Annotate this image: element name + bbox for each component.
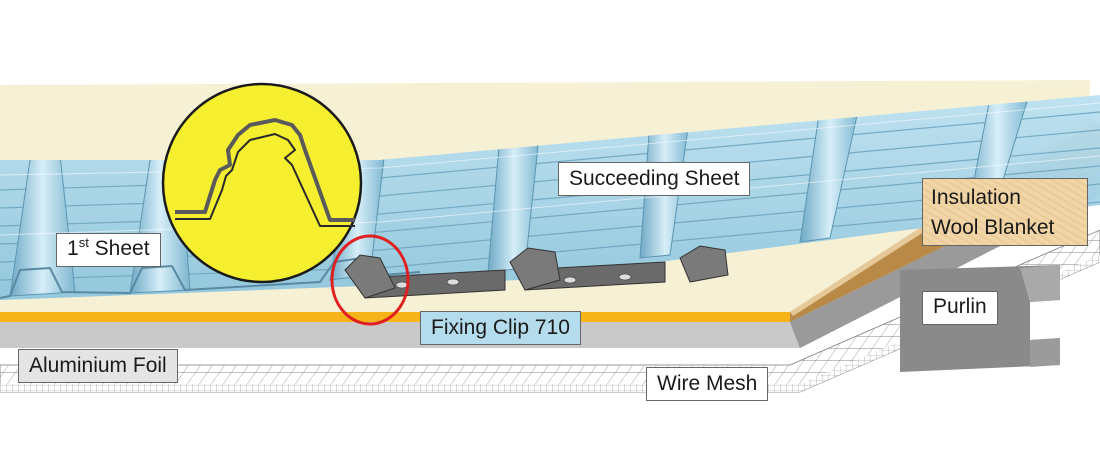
wire-mesh-layer (0, 229, 1100, 393)
fixing-clip (344, 245, 729, 299)
red-circle-highlight-icon (330, 234, 410, 326)
first-sheet-word: Sheet (94, 237, 150, 260)
label-fixing-clip: Fixing Clip 710 (420, 311, 581, 345)
first-sheet-number: 1 (67, 237, 79, 260)
insulation-line-1: Insulation (931, 186, 1021, 209)
first-sheet-suffix: st (78, 235, 89, 250)
label-wire-mesh: Wire Mesh (646, 367, 769, 401)
magnified-seam-profile-icon (161, 82, 363, 284)
label-insulation-wool-blanket: Insulation Wool Blanket (922, 178, 1088, 246)
label-aluminium-foil: Aluminium Foil (18, 349, 178, 383)
label-purlin: Purlin (922, 291, 998, 325)
insulation-line-2: Wool Blanket (931, 216, 1055, 239)
label-succeeding-sheet: Succeeding Sheet (558, 162, 751, 196)
label-first-sheet: 1st Sheet (56, 233, 161, 267)
